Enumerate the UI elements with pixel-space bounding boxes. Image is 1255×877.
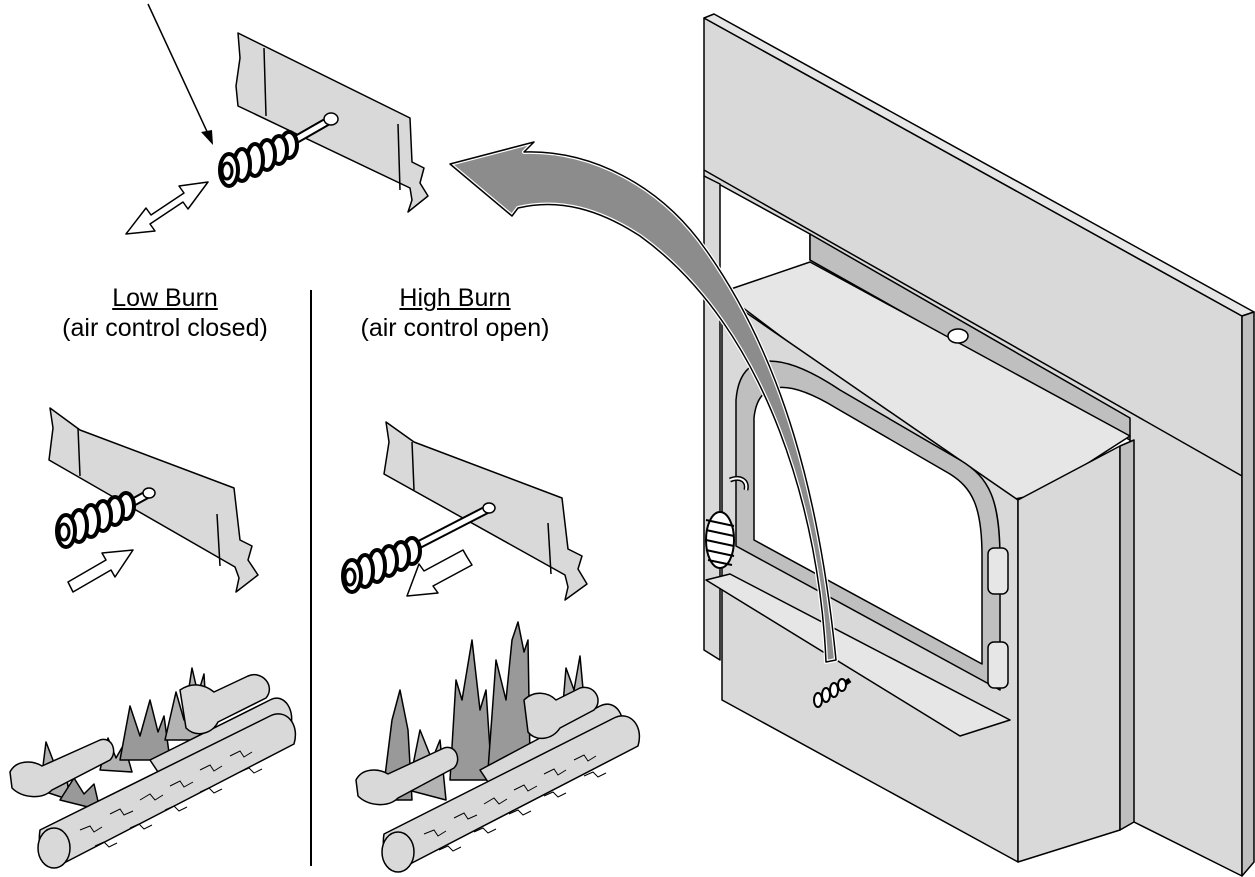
low-burn-knob-detail [48, 407, 259, 593]
hinge-lower [987, 641, 1009, 689]
high-burn-knob-detail [341, 421, 588, 601]
push-in-arrow [67, 549, 134, 593]
hinge-upper [987, 547, 1009, 595]
air-control-detail-top [125, 3, 429, 235]
high-burn-label: High Burn (air control open) [320, 283, 590, 343]
hearth-ledge [705, 573, 1011, 737]
low-burn-fire-logs [9, 667, 297, 869]
high-burn-title: High Burn [399, 284, 511, 312]
low-burn-subtitle: (air control closed) [62, 314, 268, 342]
pointer-line [147, 3, 211, 139]
high-burn-fire-logs [355, 621, 641, 873]
push-pull-double-arrow [125, 181, 209, 235]
top-ring [947, 328, 969, 344]
door-handle [705, 475, 749, 569]
pull-out-arrow [406, 549, 473, 597]
insert-air-control-knob [813, 677, 852, 708]
air-control-knob [218, 130, 299, 188]
low-burn-title: Low Burn [112, 284, 218, 312]
low-burn-label: Low Burn (air control closed) [30, 283, 300, 343]
high-burn-subtitle: (air control open) [360, 314, 550, 342]
pointer-arrowhead [201, 130, 213, 145]
